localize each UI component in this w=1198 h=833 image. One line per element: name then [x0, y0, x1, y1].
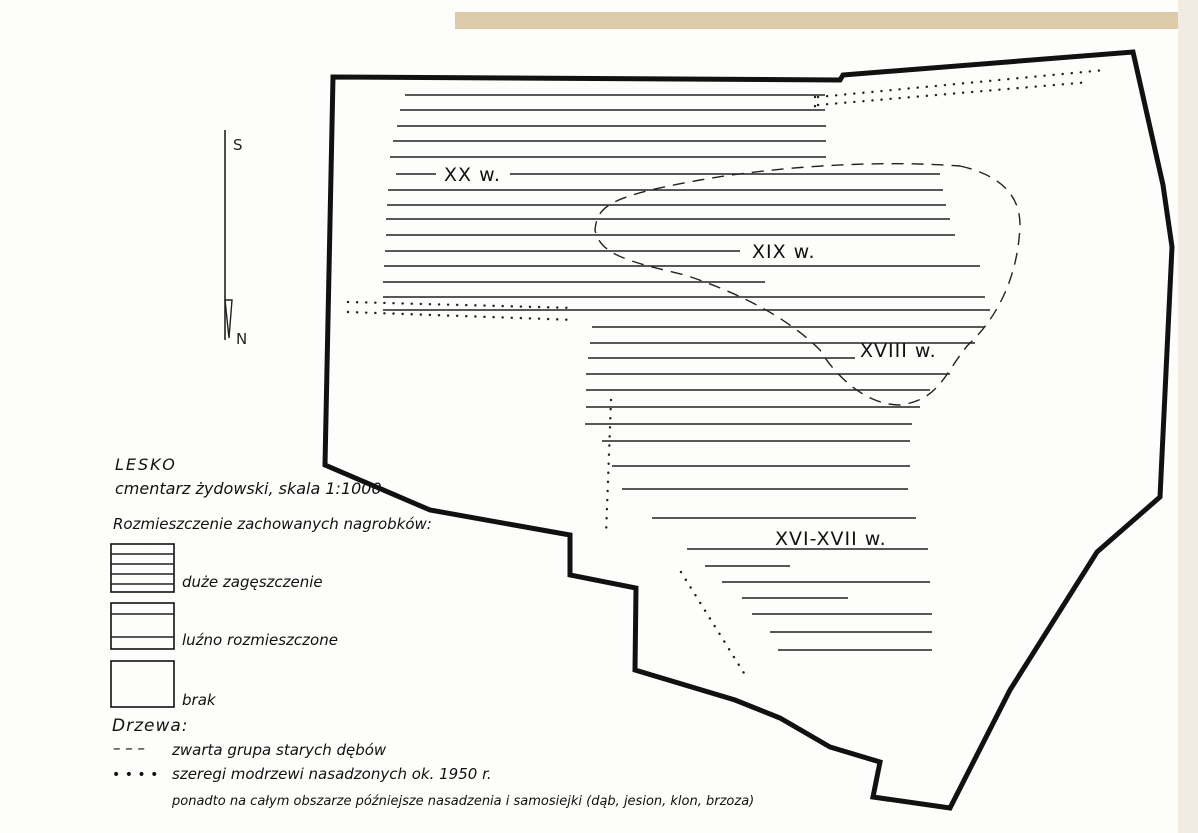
grave-rows: [383, 94, 990, 651]
legend-oak-symbol: – – –: [113, 739, 145, 757]
legend-label-none: brak: [182, 691, 217, 709]
legend-trees-heading: Drzewa:: [112, 716, 189, 736]
compass-north-label: N: [236, 330, 247, 348]
legend-subtitle: cmentarz żydowski, skala 1:1000: [115, 479, 382, 498]
label-xx-century: XX w.: [444, 164, 501, 186]
compass-arrow-icon: [224, 299, 233, 339]
legend-larch-label: szeregi modrzewi nasadzonych ok. 1950 r.: [172, 765, 492, 783]
compass: S N: [224, 130, 247, 348]
legend-footnote: ponadto na całym obszarze późniejsze nas…: [171, 794, 754, 809]
legend-heading: Rozmieszczenie zachowanych nagrobków:: [113, 515, 432, 533]
legend: LESKO cmentarz żydowski, skala 1:1000 Ro…: [110, 455, 754, 809]
cemetery-boundary: [322, 49, 1175, 811]
label-xvi-xvii-century: XVI-XVII w.: [775, 528, 887, 550]
legend-label-dense: duże zagęszczenie: [182, 573, 323, 591]
legend-box-dense: [110, 543, 175, 593]
larch-rows: [346, 68, 1107, 680]
legend-place: LESKO: [115, 455, 177, 474]
oak-group-outline: [594, 163, 1021, 406]
scan-edge-right: [1178, 0, 1198, 833]
legend-larch-symbol: • • • •: [112, 767, 158, 783]
legend-oak-label: zwarta grupa starych dębów: [171, 741, 387, 759]
label-xviii-century: XVIII w.: [860, 340, 937, 362]
compass-south-label: S: [233, 136, 243, 154]
legend-label-sparse: luźno rozmieszczone: [182, 631, 338, 649]
legend-box-none: [110, 660, 175, 708]
label-xix-century: XIX w.: [752, 241, 816, 263]
legend-box-sparse: [110, 602, 175, 650]
scan-edge-top: [455, 12, 1198, 29]
